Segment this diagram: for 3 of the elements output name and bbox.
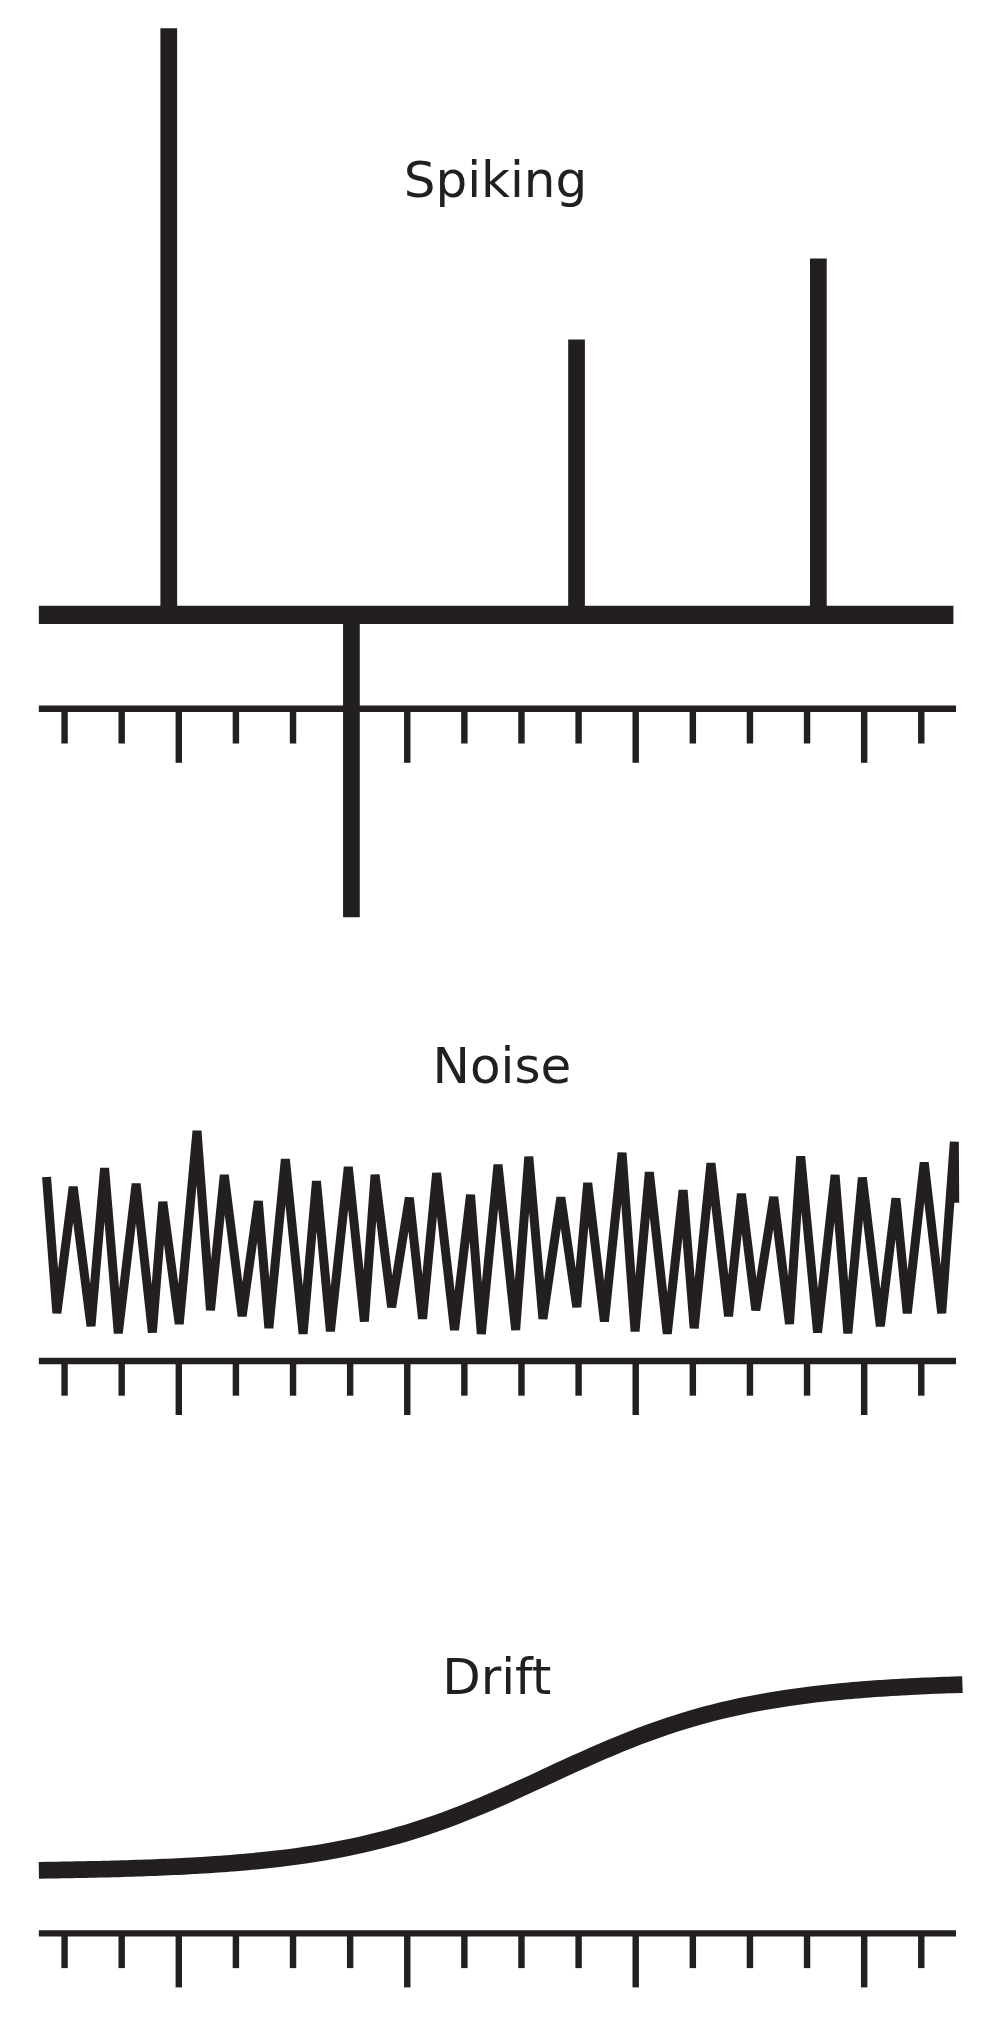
signal-title: Spiking bbox=[403, 155, 588, 206]
signal-title: Noise bbox=[432, 1040, 572, 1091]
signal-title: Drift bbox=[442, 1651, 552, 1702]
